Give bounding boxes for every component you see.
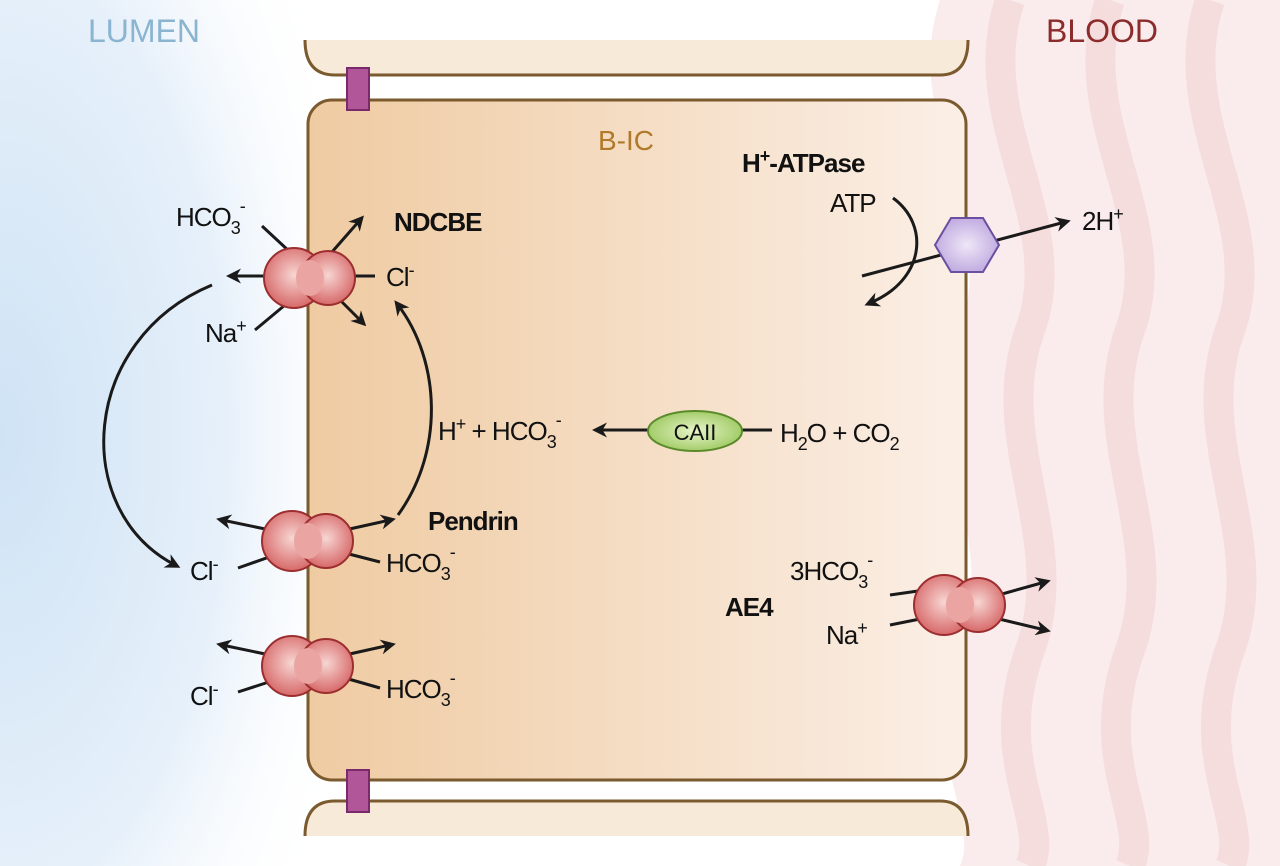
atp-label: ATP bbox=[830, 188, 876, 218]
ae4-transporter bbox=[889, 574, 1051, 636]
pendrin-hco3-label: HCO3- bbox=[386, 542, 456, 584]
cl-recycle-arrow bbox=[102, 283, 213, 568]
caii-label: CAII bbox=[674, 420, 717, 445]
pendrin-label: Pendrin bbox=[428, 506, 518, 536]
cl-hco3-exchanger bbox=[216, 635, 396, 697]
h-atpase-label: H+-ATPase bbox=[742, 146, 865, 178]
blood-label: BLOOD bbox=[1046, 13, 1158, 49]
reaction-substrates: H2O + CO2 bbox=[780, 418, 900, 454]
pendrin-transporter bbox=[216, 510, 396, 572]
reaction-products: H+ + HCO3- bbox=[438, 410, 562, 452]
ae4-label: AE4 bbox=[725, 592, 774, 622]
ae4-na-label: Na+ bbox=[826, 618, 867, 650]
upper-cell-edge bbox=[303, 39, 970, 77]
ndcbe-transporter bbox=[226, 215, 375, 332]
ndcbe-hco3-label: HCO3- bbox=[176, 196, 246, 238]
exchanger-cl-label: Cl- bbox=[190, 679, 219, 711]
lumen-label: LUMEN bbox=[88, 13, 200, 49]
ndcbe-label: NDCBE bbox=[394, 207, 482, 237]
tight-junction-top bbox=[346, 67, 370, 111]
h-atpase-pump bbox=[933, 217, 1001, 273]
blood-background bbox=[930, 0, 1280, 866]
ndcbe-na-label: Na+ bbox=[205, 316, 246, 348]
cell-label: B-IC bbox=[598, 125, 654, 156]
proton-out-label: 2H+ bbox=[1082, 204, 1123, 236]
ae4-hco3-label: 3HCO3- bbox=[790, 550, 873, 592]
caii-enzyme bbox=[647, 410, 743, 452]
tight-junction-bottom bbox=[346, 769, 370, 813]
pendrin-cl-label: Cl- bbox=[190, 554, 219, 586]
ndcbe-cl-label: Cl- bbox=[386, 260, 415, 292]
cl-uptake-arrow bbox=[394, 300, 433, 516]
atp-hydrolysis-arrow bbox=[864, 196, 919, 307]
b-ic-cell bbox=[306, 98, 968, 782]
lower-cell-edge bbox=[303, 799, 970, 837]
exchanger-hco3-label: HCO3- bbox=[386, 668, 456, 710]
